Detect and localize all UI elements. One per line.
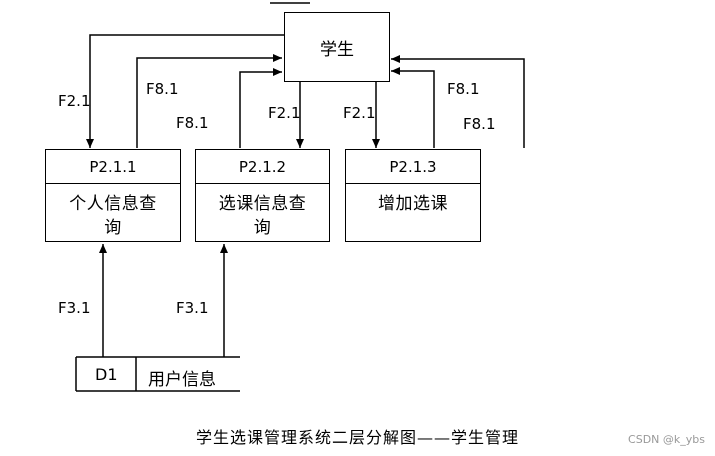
flow-label-f81-p213: F8.1 xyxy=(447,80,480,98)
process-p212-name: 选课信息查询 xyxy=(218,194,307,238)
flow-p213-to-student xyxy=(391,67,435,148)
diagram-caption: 学生选课管理系统二层分解图——学生管理 xyxy=(195,428,519,447)
process-p213: P2.1.3 增加选课 xyxy=(345,149,481,242)
flow-label-f81-outer: F8.1 xyxy=(463,115,496,133)
data-store-d1-outline xyxy=(75,356,240,392)
process-p213-id: P2.1.3 xyxy=(346,150,480,184)
flow-label-f31-left: F3.1 xyxy=(58,299,91,317)
process-p212-id: P2.1.2 xyxy=(196,150,329,184)
flow-label-f21-p212: F2.1 xyxy=(268,104,301,122)
data-store-id: D1 xyxy=(95,365,118,384)
student-entity: 学生 xyxy=(284,12,390,82)
flow-label-f21-p213: F2.1 xyxy=(343,104,376,122)
data-store-name: 用户信息 xyxy=(148,370,216,390)
watermark: CSDN @k_ybs xyxy=(628,433,705,446)
flow-p212-to-student xyxy=(239,68,282,148)
process-p211: P2.1.1 个人信息查询 xyxy=(45,149,181,242)
flow-outer-to-student xyxy=(391,55,525,148)
flow-label-f21-left: F2.1 xyxy=(58,92,91,110)
flow-p211-to-student xyxy=(136,54,282,148)
flow-label-f81-p212: F8.1 xyxy=(176,114,209,132)
process-p211-name: 个人信息查询 xyxy=(69,194,157,238)
flow-student-to-p211 xyxy=(86,34,284,148)
process-p211-id: P2.1.1 xyxy=(46,150,180,184)
flow-label-f81-p211: F8.1 xyxy=(146,80,179,98)
flow-label-f31-right: F3.1 xyxy=(176,299,209,317)
process-p212: P2.1.2 选课信息查询 xyxy=(195,149,330,242)
student-label: 学生 xyxy=(320,39,354,60)
process-p213-name: 增加选课 xyxy=(378,194,448,214)
